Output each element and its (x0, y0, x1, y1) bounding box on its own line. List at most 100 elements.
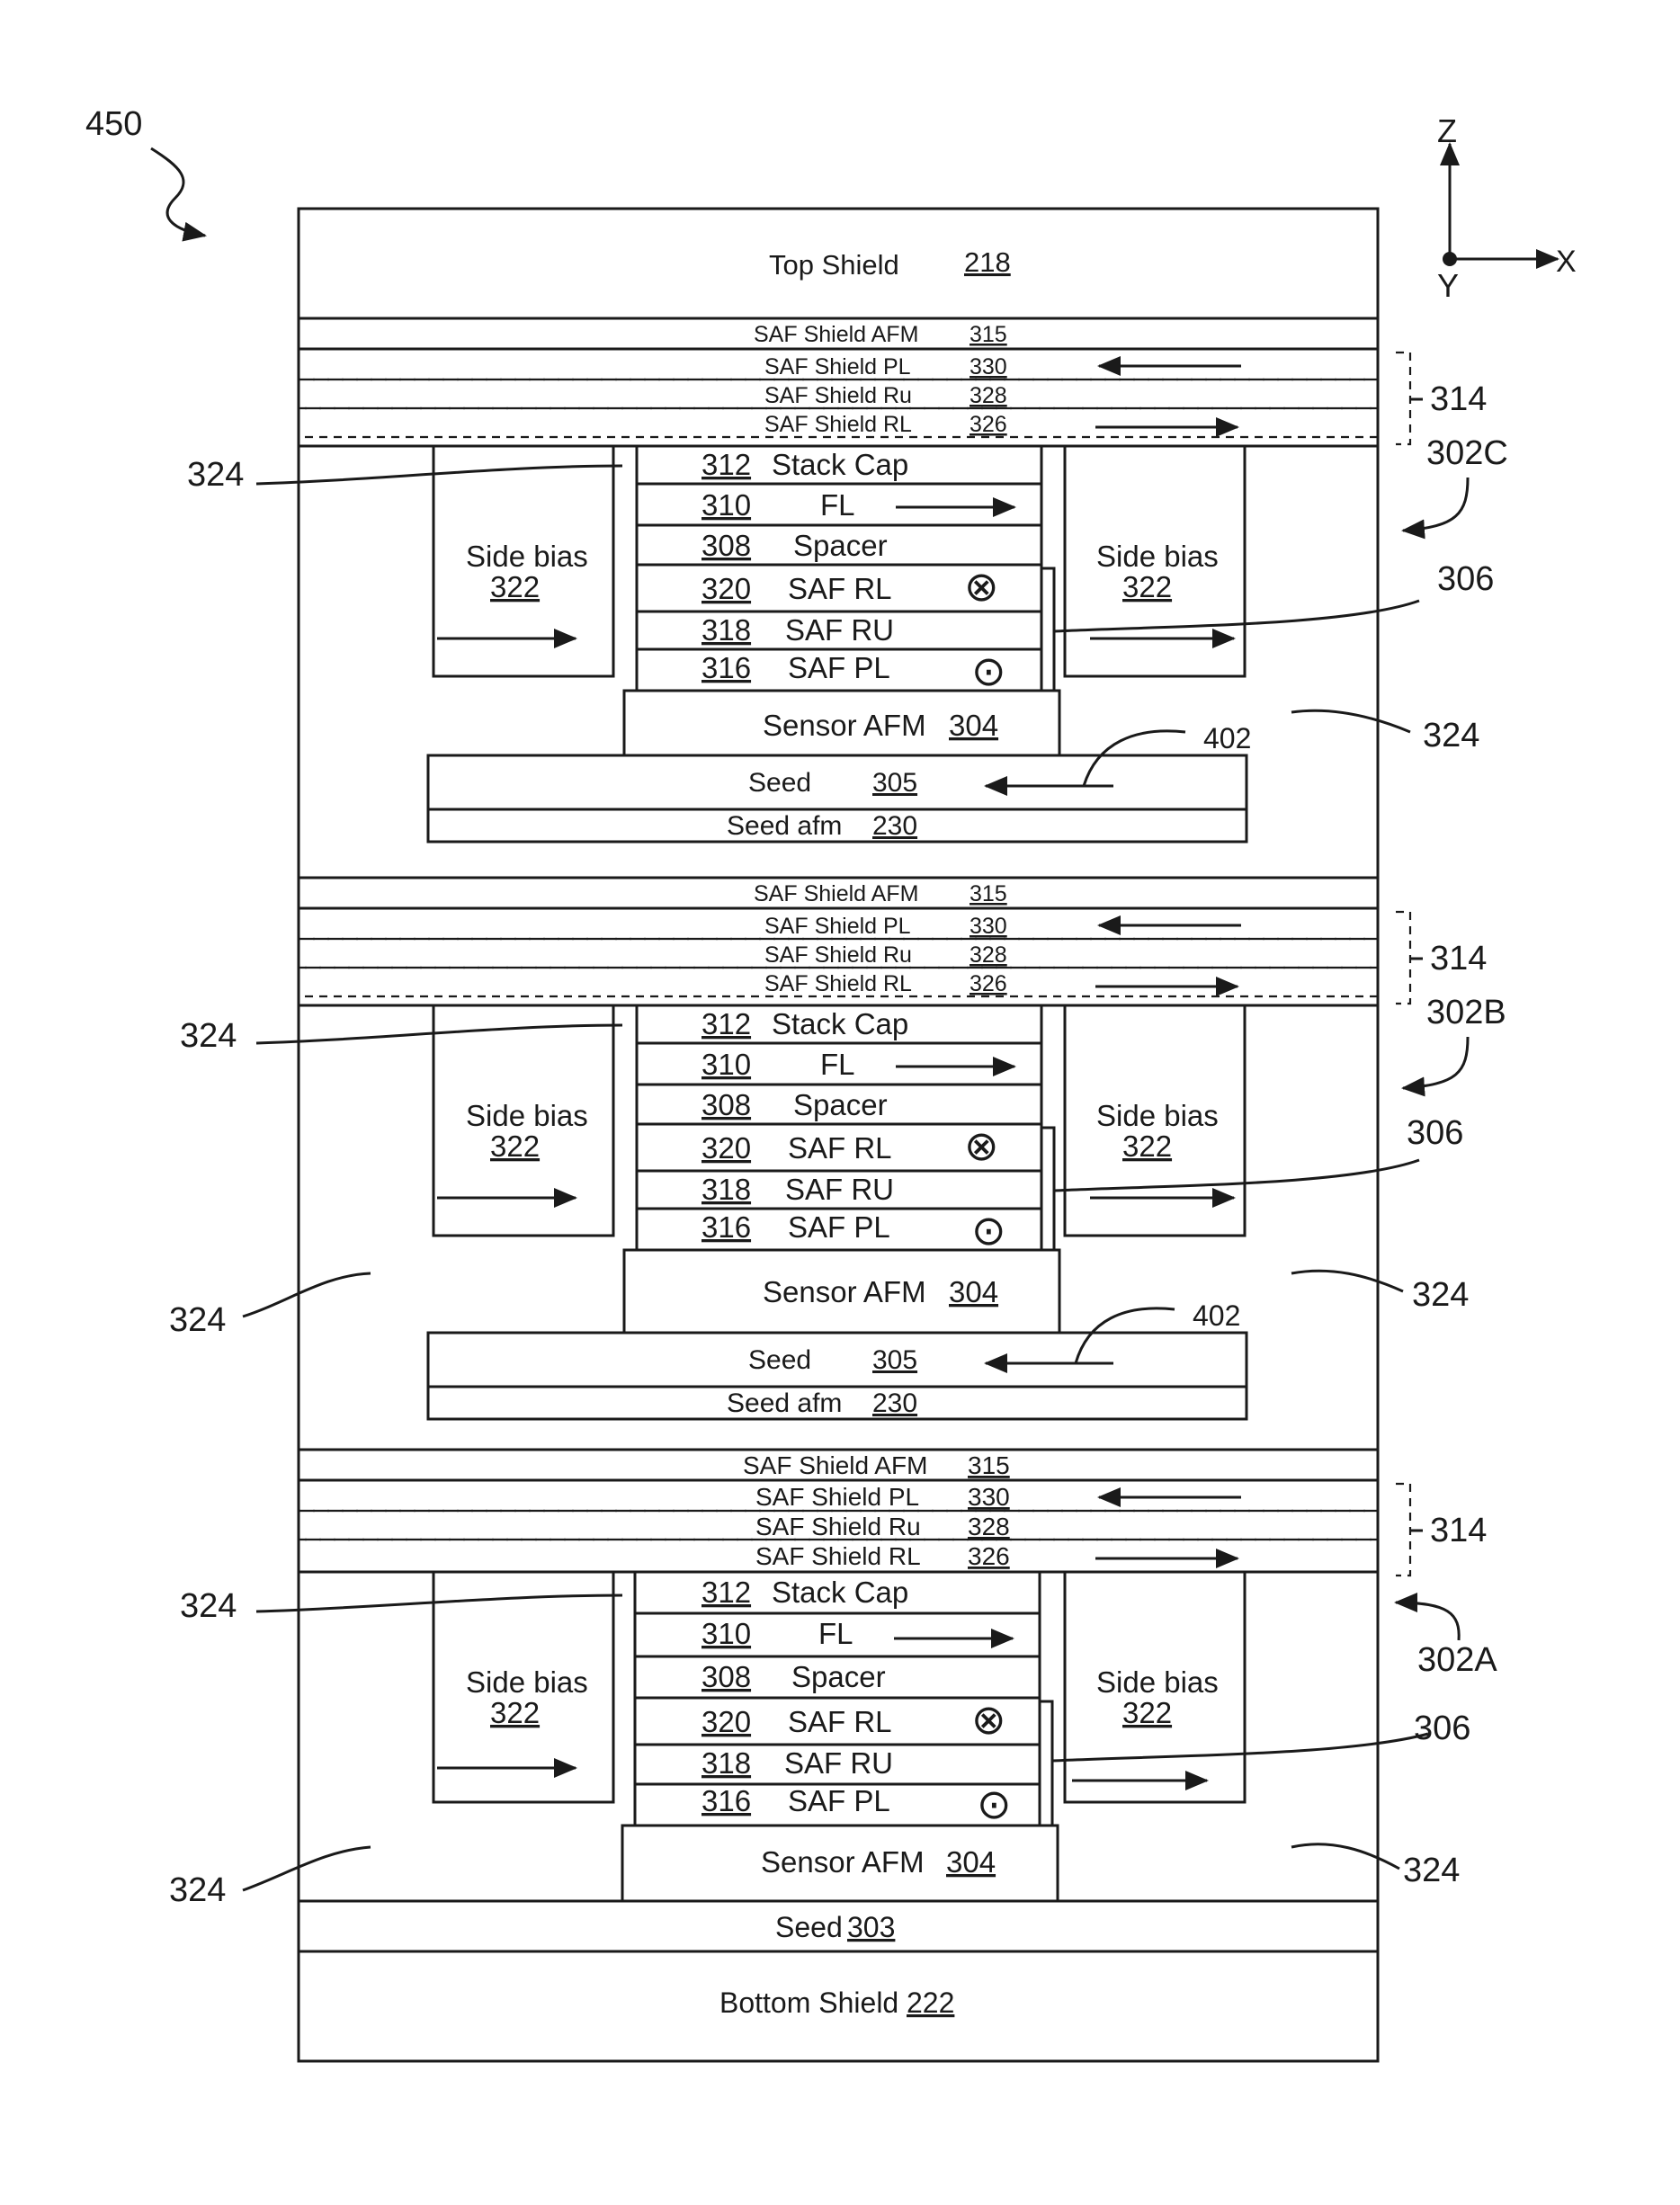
side-bias-left-ref: 322 (490, 1129, 540, 1163)
coordinate-axes: Z X Y (1437, 112, 1577, 304)
bottom-shield: Bottom Shield 222 (299, 1951, 1378, 2061)
insulator-left-ref: 324 (187, 456, 244, 494)
saf-pl-label: SAF PL (788, 651, 890, 684)
spacer-label: Spacer (793, 1088, 888, 1121)
reader-label-302b: 302B (1426, 994, 1506, 1031)
axis-x-label: X (1556, 245, 1577, 279)
into-page-icon: ⊗ (964, 1122, 999, 1169)
side-bias-left-label: Side bias (466, 540, 588, 573)
sensor-afm-ref: 304 (949, 1275, 998, 1308)
seed-afm-ref: 230 (872, 811, 917, 841)
saf-rl-ref: 320 (701, 1131, 751, 1165)
saf-shield-pl-ref: 330 (970, 354, 1007, 379)
reader-302a: Side bias 322 Side bias 322 312 Stack Ca… (169, 1572, 1497, 1909)
into-page-icon: ⊗ (964, 563, 999, 610)
reader-label-302a-arrow (1396, 1602, 1459, 1640)
saf-shield-ru-ref: 328 (970, 942, 1007, 968)
saf-shield-pl-label: SAF Shield PL (755, 1483, 919, 1511)
saf-rl-ref: 320 (701, 1705, 751, 1738)
sensor-afm-ref: 304 (946, 1845, 996, 1879)
bottom-shield-label: Bottom Shield (719, 1986, 898, 2019)
saf-shield-pl-ref: 330 (970, 914, 1007, 939)
saf-shield-afm-ref: 315 (968, 1451, 1010, 1479)
side-bias-left-label: Side bias (466, 1099, 588, 1132)
saf-shield-afm-label: SAF Shield AFM (743, 1451, 927, 1479)
spacer-ref: 308 (701, 1660, 751, 1693)
saf-shield-pl-label: SAF Shield PL (764, 354, 911, 379)
saf-shield-rl-label: SAF Shield RL (764, 971, 912, 996)
insulator-right-ref: 324 (1403, 1852, 1460, 1889)
saf-shield-pl-label: SAF Shield PL (764, 914, 911, 939)
saf-ru-ref: 318 (701, 1173, 751, 1206)
out-of-page-icon: ⊙ (971, 1207, 1006, 1254)
out-of-page-icon: ⊙ (977, 1781, 1012, 1827)
side-bias-right-ref: 322 (1122, 1129, 1172, 1163)
stack-cap-ref: 312 (701, 448, 751, 481)
side-bias-right-ref: 322 (1122, 570, 1172, 603)
reader-label-302b-arrow (1403, 1037, 1468, 1088)
saf-shield-ru-label: SAF Shield Ru (764, 942, 912, 968)
sensor-afm-label: Sensor AFM (763, 1275, 926, 1308)
saf-shield-group-ref: 314 (1430, 380, 1487, 418)
saf-shield-afm-label: SAF Shield AFM (754, 881, 918, 906)
saf-ru-ref: 318 (701, 1746, 751, 1780)
fl-label: FL (818, 1617, 853, 1650)
figure-label: 450 (85, 105, 142, 143)
saf-shield-group-ref: 314 (1430, 940, 1487, 978)
saf-shield-bracket (1396, 912, 1410, 1004)
saf-pl-ref: 316 (701, 651, 751, 684)
saf-shield-rl-ref: 326 (968, 1542, 1010, 1570)
saf-shield-afm-ref: 315 (970, 881, 1007, 906)
sensor-afm-label: Sensor AFM (763, 709, 926, 742)
into-page-icon: ⊗ (971, 1696, 1006, 1743)
spacer-ref: 308 (701, 1088, 751, 1121)
saf-ru-label: SAF RU (785, 613, 894, 647)
saf-ru-ref: 318 (701, 613, 751, 647)
saf-rl-ref: 320 (701, 572, 751, 605)
saf-ref-label: 306 (1414, 1710, 1470, 1747)
stack-cap-ref: 312 (701, 1007, 751, 1040)
side-bias-left-ref: 322 (490, 1696, 540, 1729)
stack-cap-label: Stack Cap (772, 448, 908, 481)
top-shield-ref: 218 (964, 246, 1011, 278)
saf-shield-rl-label: SAF Shield RL (755, 1542, 921, 1570)
fl-label: FL (820, 1048, 855, 1081)
side-bias-left-label: Side bias (466, 1665, 588, 1699)
insulator-right-ref: 324 (1412, 1276, 1469, 1314)
saf-shield-ru-ref: 328 (968, 1513, 1010, 1540)
saf-pl-ref: 316 (701, 1210, 751, 1244)
saf-pl-label: SAF PL (788, 1210, 890, 1244)
saf-shield-ru-ref: 328 (970, 383, 1007, 408)
fl-ref: 310 (701, 488, 751, 522)
saf-rl-label: SAF RL (788, 1705, 892, 1738)
axis-z-label: Z (1437, 112, 1457, 149)
out-of-page-icon: ⊙ (971, 647, 1006, 694)
saf-shield-afm-label: SAF Shield AFM (754, 322, 918, 347)
bottom-seed-label: Seed (775, 1911, 843, 1943)
seed-ref: 305 (872, 1345, 917, 1375)
seed-afm-ref: 230 (872, 1388, 917, 1418)
saf-ru-label: SAF RU (785, 1173, 894, 1206)
seed-layer (428, 1333, 1247, 1387)
saf-shield-bracket (1396, 1484, 1410, 1576)
insulator-lower-left-ref: 324 (169, 1301, 226, 1339)
seed-arrow-ref: 402 (1203, 722, 1251, 754)
spacer-label: Spacer (791, 1660, 886, 1693)
seed-label: Seed (748, 768, 811, 798)
insulator-lower-left-ref: 324 (169, 1871, 226, 1909)
fl-label: FL (820, 488, 855, 522)
seed-layer (428, 755, 1247, 809)
seed-afm-label: Seed afm (727, 1388, 842, 1418)
saf-shield-rl-label: SAF Shield RL (764, 412, 912, 437)
insulator-right-ref: 324 (1423, 717, 1479, 754)
saf-shield-pl-ref: 330 (968, 1483, 1010, 1511)
saf-pl-ref: 316 (701, 1784, 751, 1817)
saf-rl-label: SAF RL (788, 572, 892, 605)
saf-ru-label: SAF RU (784, 1746, 893, 1780)
spacer-label: Spacer (793, 529, 888, 562)
axis-y-label: Y (1437, 267, 1459, 304)
top-shield: Top Shield 218 (299, 209, 1378, 318)
stack-cap-ref: 312 (701, 1576, 751, 1609)
reader-302c: Side bias 322 Side bias 322 312 Stack Ca… (187, 434, 1508, 878)
